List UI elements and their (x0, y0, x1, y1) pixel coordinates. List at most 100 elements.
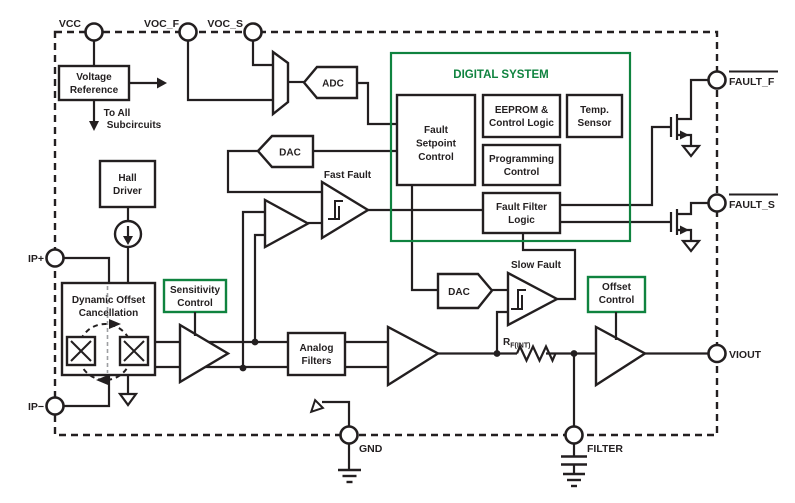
dac-fast-block (256, 134, 315, 169)
analog-filters-box (286, 331, 347, 377)
t2-drain (677, 201, 708, 216)
wire-gnd-arm (322, 400, 351, 426)
wire-slowfault-ffl (521, 233, 577, 301)
labels: VCC VOC_F VOC_S FAULT_F FAULT_S VIOUT FI… (28, 18, 775, 455)
wire-tap-b (253, 233, 265, 342)
green-blocks (162, 275, 647, 314)
r-fint-label: RF(INT) (503, 337, 530, 350)
doc-label-1: Dynamic Offset (72, 295, 146, 306)
wires (63, 41, 708, 474)
chopper-arrowhead-top (109, 319, 121, 329)
r-fint-sub: F(INT) (510, 343, 530, 350)
pin-label-ip-plus: IP+ (28, 253, 44, 265)
fault-filter-label-1: Fault Filter (496, 202, 547, 213)
chopper-arrowhead-bottom (96, 375, 108, 385)
dac-fast-label: DAC (279, 148, 301, 159)
vref-down-arrowhead (89, 121, 99, 131)
pin-circles (45, 22, 727, 445)
filter-cap-icon (561, 455, 587, 466)
dac-slow-block (436, 272, 494, 310)
pin-label-filter: FILTER (587, 443, 623, 455)
wire-fsc-dacslow (410, 185, 438, 292)
adc-label: ADC (322, 79, 344, 90)
pin-circle-gnd (339, 425, 359, 445)
wire-tap-a (241, 210, 265, 368)
to-all-subcircuits-label-2: Subcircuits (107, 120, 162, 131)
digital-system-box (389, 51, 632, 243)
voltage-reference-label-1: Voltage (76, 72, 112, 83)
pin-label-vcc: VCC (59, 18, 82, 30)
hysteresis-icon-slow2 (515, 295, 523, 310)
pin-circle-fault-f (707, 70, 727, 90)
offset-control-label-2: Control (599, 295, 635, 306)
eeprom-label-2: Control Logic (489, 118, 554, 129)
junction-dot (239, 364, 247, 372)
wire-node-slowcomp (495, 310, 508, 354)
pin-circle-vcc (84, 22, 104, 42)
wire-ffl-t1 (560, 125, 671, 207)
package-outline (53, 30, 719, 437)
fast-fault-comparator-icon (320, 179, 371, 241)
mux-icon (271, 49, 290, 117)
hall-driver-box (98, 159, 157, 209)
current-source-arrow (123, 226, 133, 245)
vref-right-arrowhead (157, 77, 167, 89)
pin-circle-voc-s (243, 22, 263, 42)
temp-sensor-box (565, 93, 624, 139)
r-fint-base: R (503, 337, 511, 348)
hysteresis-icon-slow (511, 289, 526, 310)
fault-setpoint-label-1: Fault (424, 125, 449, 136)
t2-source-arrow (680, 225, 689, 235)
fault-filter-box (481, 191, 562, 235)
wire-ip-minus (63, 375, 111, 408)
analog-filters-label-1: Analog (300, 343, 334, 354)
temp-sensor-label-2: Sensor (578, 118, 612, 129)
digital-system-title: DIGITAL SYSTEM (453, 69, 548, 81)
hysteresis-icon-fast2 (332, 206, 340, 220)
wire-voc-s (251, 41, 273, 67)
earth-ground-filter (563, 472, 585, 488)
pin-circle-ip-plus (45, 248, 65, 268)
programming-label-1: Programming (489, 154, 554, 165)
to-all-subcircuits-label-1: To All (104, 108, 131, 119)
ground-icon-doc (117, 392, 139, 407)
programming-box (481, 143, 562, 187)
cs-arrowhead (123, 236, 133, 245)
eeprom-label-1: EEPROM & (495, 105, 548, 116)
hall-driver-label-1: Hall (118, 173, 137, 184)
junction-dot (251, 338, 259, 346)
voltage-reference-box (57, 64, 131, 102)
hysteresis-icons (328, 200, 526, 310)
pin-label-ip-minus: IP− (28, 401, 44, 413)
pin-label-fault-f: FAULT_F (729, 76, 775, 88)
offset-control-box (586, 275, 647, 314)
wire-dacfast-out (226, 149, 322, 194)
eeprom-box (481, 93, 562, 139)
dac-slow-label: DAC (448, 287, 470, 298)
voltage-reference-label-2: Reference (70, 85, 119, 96)
amp1-icon (178, 322, 231, 385)
pin-circle-filter (564, 425, 584, 445)
sensitivity-control-label-2: Control (177, 298, 213, 309)
pin-label-gnd: GND (359, 443, 383, 455)
junction-dots (239, 338, 578, 372)
fast-fault-label: Fast Fault (324, 170, 372, 181)
earth-ground-gnd (338, 468, 361, 484)
amp2-icon (386, 325, 441, 388)
t1-drain (677, 78, 708, 121)
pin-circle-ip-minus (45, 396, 65, 416)
pin-circle-voc-f (178, 22, 198, 42)
ground-icon-t2 (680, 239, 702, 253)
chopper-internals (65, 286, 150, 385)
hall-plate-x (70, 340, 92, 362)
fault-setpoint-label-3: Control (418, 152, 454, 163)
programming-label-2: Control (504, 167, 540, 178)
wire-voc-f (186, 41, 273, 102)
fault-filter-label-2: Logic (508, 215, 535, 226)
hysteresis-icon-fast (328, 200, 343, 220)
pin-label-viout: VIOUT (729, 349, 762, 361)
pin-label-fault-s: FAULT_S (729, 199, 775, 211)
slow-fault-comparator-icon (506, 271, 560, 327)
